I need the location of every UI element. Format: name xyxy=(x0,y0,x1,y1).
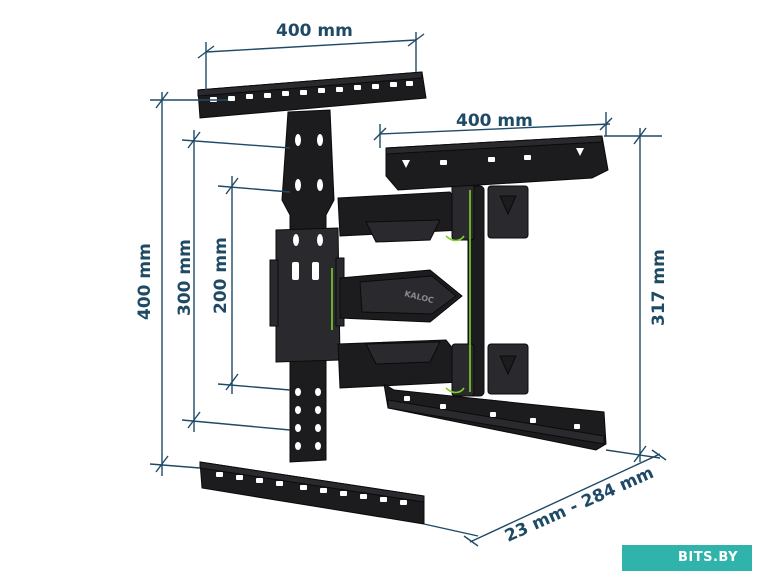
dim-height-400: 400 mm xyxy=(135,243,155,320)
dim-depth-range: 23 mm - 284 mm xyxy=(502,463,657,547)
dimension-lines xyxy=(149,32,667,547)
dim-height-300: 300 mm xyxy=(175,239,195,316)
tv-bracket-bottom xyxy=(383,383,607,451)
articulating-arms: KALOC xyxy=(331,183,529,397)
dim-top-width: 400 mm xyxy=(276,21,353,41)
top-rail xyxy=(197,71,427,119)
wall-plate xyxy=(269,109,345,463)
dim-height-317: 317 mm xyxy=(649,249,669,326)
dim-height-200: 200 mm xyxy=(211,237,231,314)
dim-right-width: 400 mm xyxy=(456,111,533,131)
bottom-rail xyxy=(199,461,425,525)
tv-bracket-top xyxy=(385,135,609,191)
watermark-badge: BITS.BY xyxy=(622,545,752,571)
